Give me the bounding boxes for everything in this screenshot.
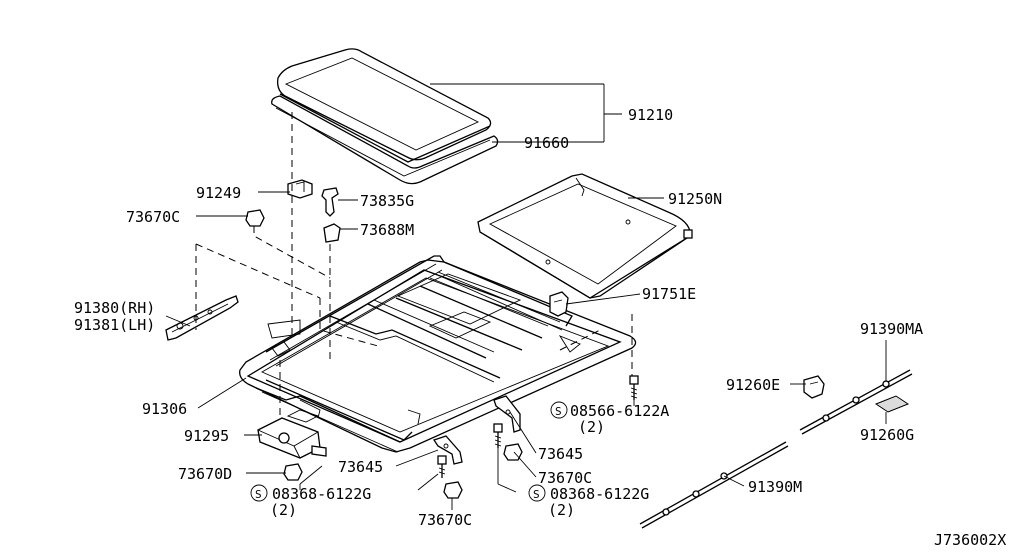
label-73670C-upper: 73670C [126, 208, 180, 226]
part-73670C-nut-bottom[interactable] [443, 481, 463, 499]
label-08368-6122G-left-number: 08368-6122G [272, 485, 371, 503]
label-91380-rh: 91380(RH) [74, 299, 155, 317]
drain-hose-91390M[interactable] [639, 441, 789, 529]
label-73645-right: 73645 [538, 445, 583, 463]
label-08368-6122G-right-number: 08368-6122G [550, 485, 649, 503]
label-91260G: 91260G [860, 426, 914, 444]
label-91295: 91295 [184, 427, 229, 445]
deflector-arm[interactable] [165, 295, 239, 341]
part-73688M-clip[interactable] [323, 223, 341, 243]
s-symbol: S [533, 488, 540, 501]
part-91260E-clip[interactable] [803, 375, 825, 399]
label-08368-6122G-right: S 08368-6122G (2) [528, 484, 649, 519]
part-91249-clip[interactable] [287, 179, 313, 199]
label-73670C-bottom: 73670C [418, 511, 472, 529]
label-08368-6122G-left: S 08368-6122G (2) [250, 484, 371, 519]
part-73835G-clip[interactable] [321, 187, 339, 217]
label-08368-6122G-left-qty: (2) [270, 501, 297, 519]
part-91260G-pad[interactable] [874, 395, 910, 413]
label-08566-6122A-number: 08566-6122A [570, 402, 669, 420]
part-73670C-nut-upper[interactable] [245, 209, 265, 227]
sunroof-glass-lid[interactable] [277, 48, 492, 163]
label-91306: 91306 [142, 400, 187, 418]
s-symbol: S [555, 405, 562, 418]
label-08368-6122G-right-qty: (2) [548, 501, 575, 519]
s-symbol: S [255, 488, 262, 501]
glass-weatherstrip[interactable] [271, 95, 499, 185]
label-91381-lh: 91381(LH) [74, 316, 155, 334]
sunroof-frame-assembly[interactable] [239, 255, 637, 453]
label-08566-6122A-qty: (2) [578, 418, 605, 436]
drain-hose-91390MA[interactable] [799, 369, 913, 435]
label-73688M: 73688M [360, 221, 414, 239]
label-73835G: 73835G [360, 192, 414, 210]
part-73670D-nut[interactable] [283, 463, 303, 481]
label-73645-left: 73645 [338, 458, 383, 476]
label-91660: 91660 [524, 134, 569, 152]
label-91210: 91210 [628, 106, 673, 124]
label-91751E: 91751E [642, 285, 696, 303]
sunshade-panel[interactable] [477, 173, 693, 299]
glass-assembly-bracket-line [430, 83, 622, 143]
diagram-code: J736002X [934, 531, 1006, 549]
bolt-08368-6122G-right[interactable] [493, 423, 503, 448]
part-91751E-clip[interactable] [549, 291, 569, 317]
leader-lines [165, 191, 887, 510]
label-91390MA: 91390MA [860, 320, 923, 338]
bolt-08566-6122A[interactable] [629, 375, 639, 400]
bolt-08368-6122G-left[interactable] [437, 455, 447, 478]
label-91250N: 91250N [668, 190, 722, 208]
label-91390M: 91390M [748, 478, 802, 496]
sunroof-motor[interactable] [257, 409, 327, 459]
label-73670C-right: 73670C [538, 469, 592, 487]
label-91260E: 91260E [726, 376, 780, 394]
part-73645-bracket-left[interactable] [432, 435, 463, 465]
alignment-dashed-lines [195, 112, 633, 420]
label-73670D: 73670D [178, 465, 232, 483]
label-08566-6122A: S 08566-6122A (2) [550, 401, 669, 436]
label-91249: 91249 [196, 184, 241, 202]
